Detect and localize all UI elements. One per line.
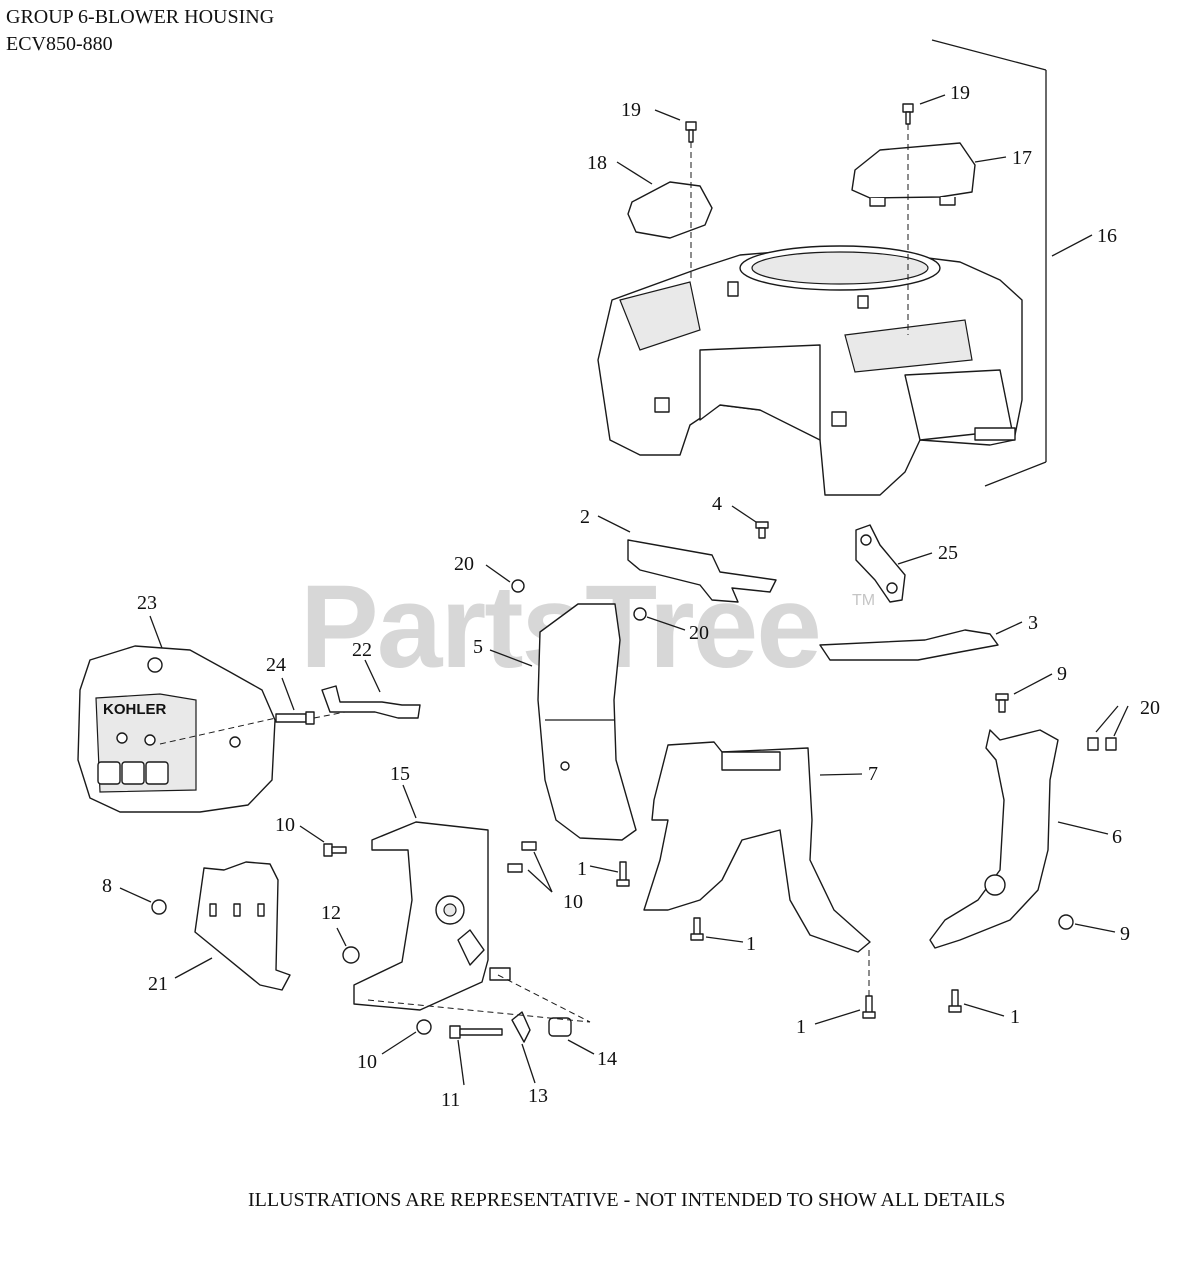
nut-part-12[interactable] [342,946,360,964]
callout-23: 23 [137,592,157,614]
nut-part-10-c[interactable] [416,1019,432,1035]
screw-part-1-d[interactable] [948,989,962,1013]
callout-20: 20 [689,622,709,644]
callout-17: 17 [1012,147,1032,169]
screw-part-1-b[interactable] [690,917,704,941]
nuts-part-20-right[interactable] [1087,737,1117,751]
callout-20: 20 [1140,697,1160,719]
callout-21: 21 [148,973,168,995]
disclaimer-note: ILLUSTRATIONS ARE REPRESENTATIVE - NOT I… [248,1189,1006,1211]
callout-18: 18 [587,152,607,174]
bracket-part-15[interactable] [353,821,511,1011]
callout-10: 10 [275,814,295,836]
screw-part-10-a[interactable] [323,843,347,857]
bracket-part-2[interactable] [627,539,777,603]
callout-11: 11 [441,1089,460,1111]
blower-housing-part-16[interactable] [597,245,1023,496]
callout-4: 4 [712,493,722,515]
diagram-title: GROUP 6-BLOWER HOUSING [6,6,275,28]
cover-part-17[interactable] [851,142,976,207]
callout-9: 9 [1057,663,1067,685]
stud-part-24[interactable] [275,711,315,725]
spacer-part-14[interactable] [548,1017,572,1037]
nut-part-8[interactable] [151,899,167,915]
callout-10: 10 [563,891,583,913]
model-label: ECV850-880 [6,33,113,55]
shroud-part-6[interactable] [929,729,1059,949]
callout-6: 6 [1112,826,1122,848]
callout-20: 20 [454,553,474,575]
shroud-part-7[interactable] [643,741,871,953]
callout-2: 2 [580,506,590,528]
callout-1: 1 [746,933,756,955]
plate-part-25[interactable] [855,524,906,603]
nut-part-20-mid[interactable] [633,607,647,621]
callout-9: 9 [1120,923,1130,945]
leader-lines [119,94,1129,1086]
bolt-part-11[interactable] [449,1025,503,1039]
callout-1: 1 [1010,1006,1020,1028]
screw-part-1-a[interactable] [616,861,630,887]
callout-1: 1 [796,1016,806,1038]
bracket-part-22[interactable] [321,685,421,719]
callout-10: 10 [357,1051,377,1073]
bolt-part-19-left[interactable] [685,121,697,143]
screws-part-10-b[interactable] [507,841,537,873]
callout-15: 15 [390,763,410,785]
callout-22: 22 [352,639,372,661]
callout-8: 8 [102,875,112,897]
callout-5: 5 [473,636,483,658]
trademark-mark: TM [852,592,876,609]
callout-7: 7 [868,763,878,785]
callout-3: 3 [1028,612,1038,634]
callout-19: 19 [950,82,970,104]
housing-frame-lines [931,39,1047,487]
screw-part-9-top[interactable] [995,693,1009,713]
nut-part-9-bottom[interactable] [1058,914,1074,930]
bracket-part-21[interactable] [194,861,291,991]
bracket-part-13[interactable] [511,1011,531,1043]
callout-13: 13 [528,1085,548,1107]
plate-part-3[interactable] [819,629,999,661]
callout-19: 19 [621,99,641,121]
cover-part-18[interactable] [627,181,713,239]
shroud-part-5[interactable] [537,603,637,841]
bolt-part-19-right[interactable] [902,103,914,125]
screw-part-1-c[interactable] [862,995,876,1019]
screw-part-4[interactable] [755,521,769,539]
callout-1: 1 [577,858,587,880]
callout-16: 16 [1097,225,1117,247]
callout-25: 25 [938,542,958,564]
callout-24: 24 [266,654,286,676]
nut-part-20-top[interactable] [511,579,525,593]
kohler-logo: KOHLER [103,701,167,718]
callout-12: 12 [321,902,341,924]
cover-part-23[interactable]: KOHLER [77,645,276,813]
callout-14: 14 [597,1048,617,1070]
